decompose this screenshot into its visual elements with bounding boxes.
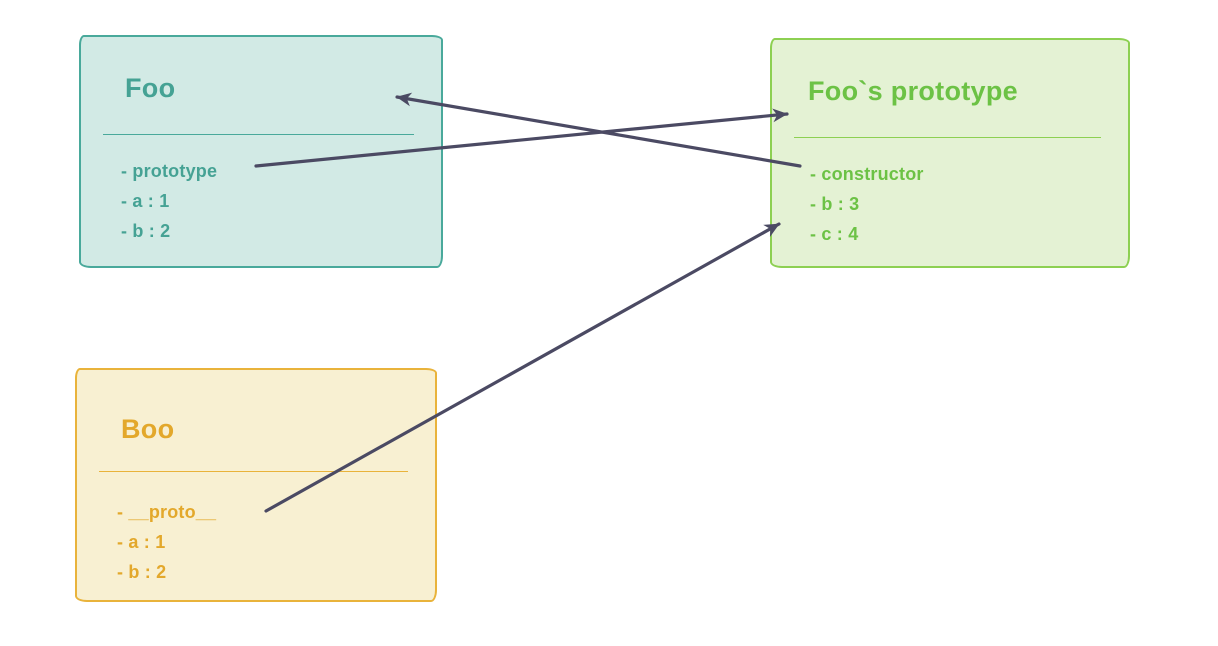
node-foo-item-prototype: - prototype bbox=[121, 161, 218, 181]
arrow-foos-prototype-constructor-to-foo bbox=[395, 92, 802, 168]
node-boo-title: Boo bbox=[121, 414, 175, 444]
node-boo: Boo - __proto__ - a : 1 - b : 2 bbox=[75, 368, 437, 602]
node-boo-title-divider bbox=[99, 471, 408, 472]
node-foos-prototype-item-c: - c : 4 bbox=[810, 224, 859, 244]
node-boo-item-a: - a : 1 bbox=[117, 532, 166, 552]
node-foos-prototype-title-divider bbox=[794, 137, 1101, 138]
node-foo-item-b: - b : 2 bbox=[121, 221, 171, 241]
node-foos-prototype: Foo`s prototype - constructor - b : 3 - … bbox=[770, 38, 1130, 268]
node-foos-prototype-item-constructor: - constructor bbox=[810, 164, 924, 184]
node-boo-item-proto: - __proto__ bbox=[117, 502, 217, 522]
node-foo-items: - prototype - a : 1 - b : 2 bbox=[121, 156, 431, 246]
node-boo-items: - __proto__ - a : 1 - b : 2 bbox=[117, 497, 425, 587]
node-foos-prototype-title: Foo`s prototype bbox=[808, 76, 1018, 106]
node-foos-prototype-items: - constructor - b : 3 - c : 4 bbox=[810, 159, 1118, 249]
node-boo-item-b: - b : 2 bbox=[117, 562, 167, 582]
node-foo-item-a: - a : 1 bbox=[121, 191, 170, 211]
node-foo: Foo - prototype - a : 1 - b : 2 bbox=[79, 35, 443, 268]
node-foo-title: Foo bbox=[125, 73, 176, 103]
node-foo-title-divider bbox=[103, 134, 414, 135]
node-foos-prototype-item-b: - b : 3 bbox=[810, 194, 860, 214]
